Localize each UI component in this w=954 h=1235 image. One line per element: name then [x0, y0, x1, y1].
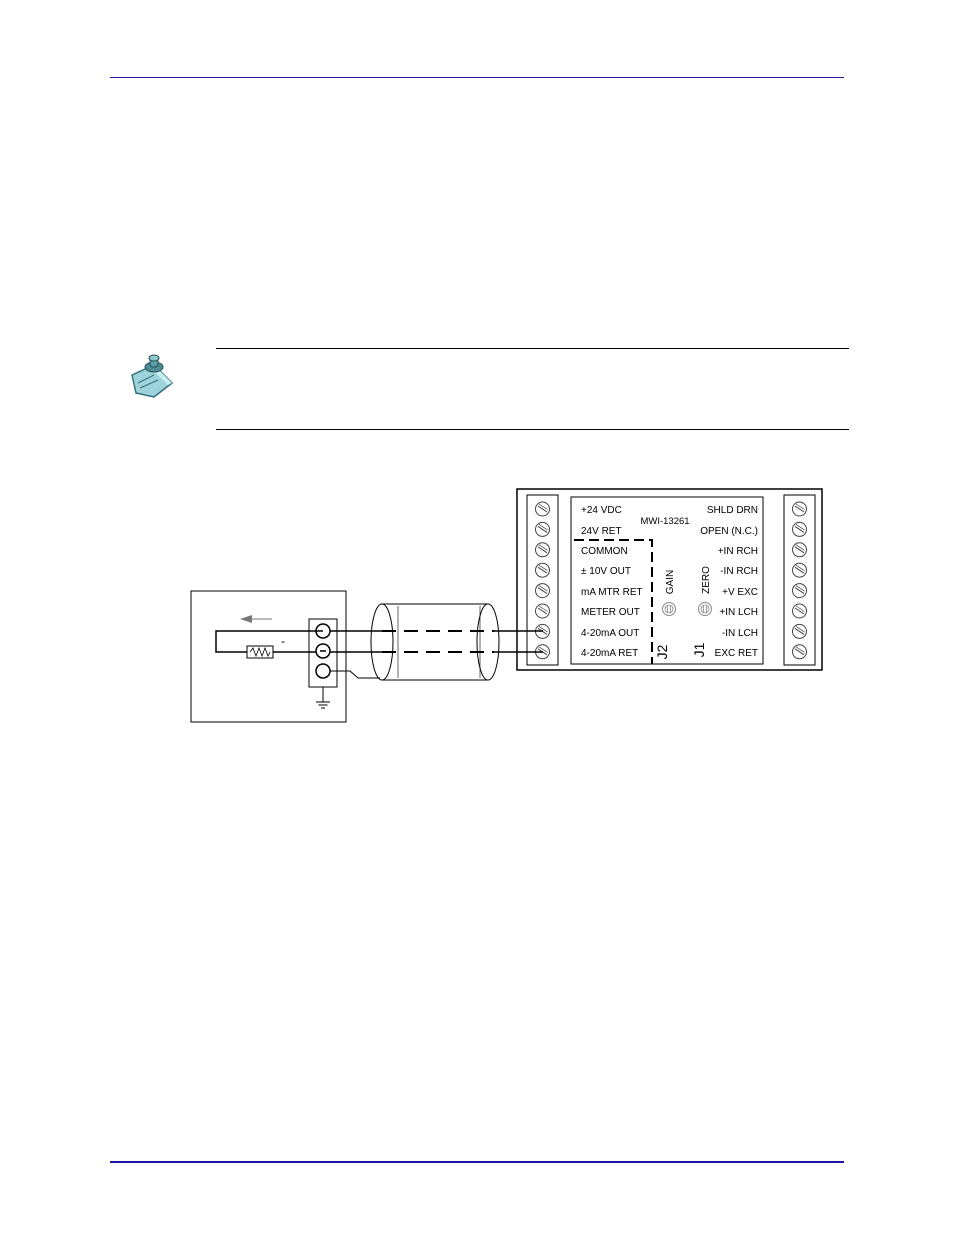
- zero-label: ZERO: [701, 566, 712, 594]
- left-terminal-screw-icon: [536, 584, 550, 598]
- module-model: MWI-13261: [640, 516, 689, 527]
- right-terminal-screw-icon: [793, 604, 807, 618]
- receiver-terminal-ground-icon: [316, 664, 330, 678]
- module-left-label: METER OUT: [581, 607, 640, 618]
- module-right-label: SHLD DRN: [707, 505, 758, 516]
- jumper-j1-label: J1: [691, 642, 707, 657]
- module-right-label: -IN LCH: [722, 628, 758, 639]
- left-terminal-screw-icon: [536, 604, 550, 618]
- shielded-cable: [371, 604, 499, 680]
- gain-label: GAIN: [665, 570, 676, 594]
- jumper-j2-label: J2: [654, 644, 670, 659]
- resistor-icon: [247, 646, 273, 658]
- right-terminal-screw-icon: [793, 502, 807, 516]
- module-right-label: -IN RCH: [720, 566, 758, 577]
- module-left-label: 4-20mA OUT: [581, 628, 639, 639]
- right-terminal-screw-icon: [793, 645, 807, 659]
- minus-sign: -: [281, 634, 285, 648]
- module-left-label: 4-20mA RET: [581, 648, 638, 659]
- receiver-terminal-minus-icon: [316, 644, 330, 658]
- module-right-label: +V EXC: [722, 587, 758, 598]
- right-terminal-strip: [784, 495, 815, 665]
- module-right-label: +IN RCH: [718, 546, 758, 557]
- left-terminal-screw-icon: [536, 522, 550, 536]
- module-right-label: EXC RET: [715, 648, 758, 659]
- right-terminal-screw-icon: [793, 624, 807, 638]
- right-terminal-screw-icon: [793, 522, 807, 536]
- right-terminal-screw-icon: [793, 563, 807, 577]
- module-left-label: ± 10V OUT: [581, 566, 631, 577]
- module-left-label: +24 VDC: [581, 505, 622, 516]
- left-terminal-screw-icon: [536, 502, 550, 516]
- right-terminal-screw-icon: [793, 543, 807, 557]
- zero-potentiometer-icon: [699, 603, 712, 616]
- module-left-label: mA MTR RET: [581, 587, 643, 598]
- module-left-label: COMMON: [581, 546, 628, 557]
- left-terminal-screw-icon: [536, 543, 550, 557]
- gain-potentiometer-icon: [663, 603, 676, 616]
- right-terminal-screw-icon: [793, 584, 807, 598]
- footer-rule: [110, 1161, 844, 1163]
- module-right-label: +IN LCH: [719, 607, 758, 618]
- left-terminal-screw-icon: [536, 563, 550, 577]
- module-right-label: OPEN (N.C.): [700, 526, 758, 537]
- left-terminal-strip: [527, 495, 558, 665]
- module-left-label: 24V RET: [581, 526, 622, 537]
